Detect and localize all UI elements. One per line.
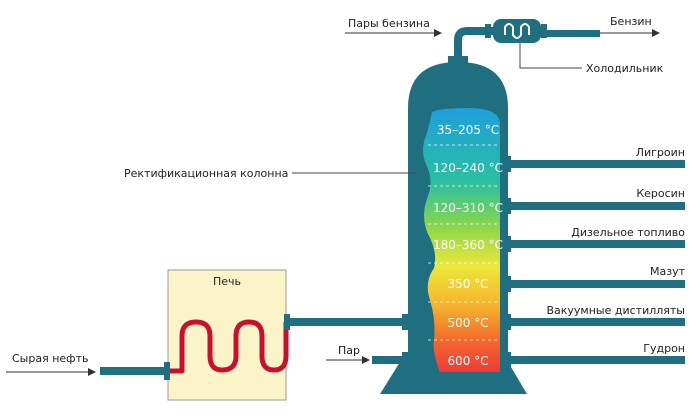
steam-pipe [372,356,406,364]
temp-label-3: 120–310 °C [433,201,503,215]
temp-label-2: 120–240 °C [433,161,503,175]
product-label-kerosene: Керосин [636,187,685,200]
temp-label-4: 180–360 °C [433,238,503,252]
steam-label: Пар [338,344,360,357]
temp-label-1: 35–205 °C [437,123,499,137]
product-label-gasoline: Бензин [610,15,652,28]
product-label-tar: Гудрон [643,342,685,355]
temp-label-5: 350 °C [447,277,488,291]
furnace [164,269,290,401]
product-label-ligroin: Лигроин [636,146,685,159]
product-label-fuel-oil: Мазут [650,265,686,278]
feed-pipe [286,318,406,326]
column-label: Ректификационная колонна [124,167,288,180]
condenser [493,19,582,69]
crude-oil-pipe [100,367,168,375]
arrows [6,29,660,376]
furnace-label: Печь [213,275,241,288]
gasoline-vapors-label: Пары бензина [348,17,430,30]
temp-label-6: 500 °C [447,316,488,330]
temp-label-7: 600 °C [447,354,488,368]
product-label-vacuum-distillates: Вакуумные дистилляты [546,304,685,317]
crude-oil-label: Сырая нефть [12,352,88,365]
product-label-diesel: Дизельное топливо [571,226,685,239]
rectification-column [380,56,527,394]
product-pipes [505,160,685,364]
vapor-pipe [454,24,600,60]
condenser-label: Холодильник [586,62,664,75]
